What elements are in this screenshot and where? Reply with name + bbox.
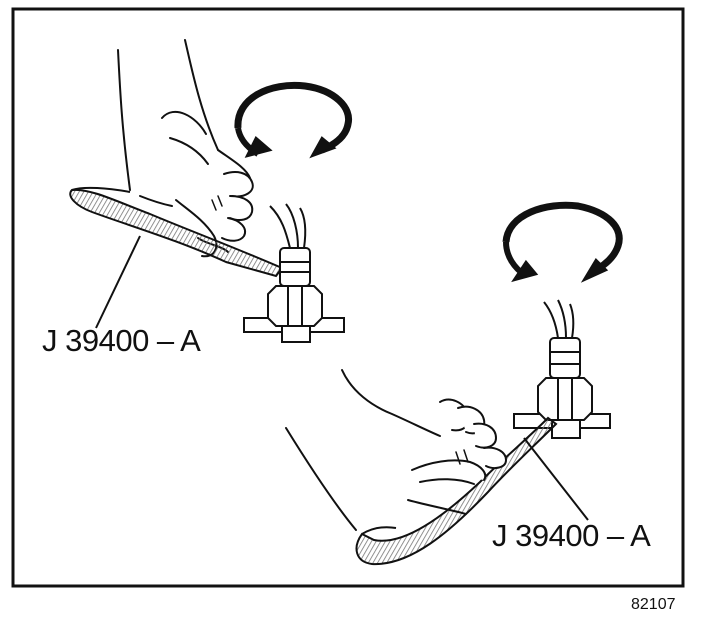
bottom-rotation-arrow — [506, 205, 619, 280]
figure-border — [13, 9, 683, 586]
bottom-hand — [286, 370, 506, 530]
top-tool-callout: J 39400 – A — [42, 323, 201, 358]
top-leader-line — [96, 236, 140, 328]
bottom-leader-line — [524, 438, 588, 520]
top-rotation-arrow — [238, 85, 349, 156]
figure-number: 82107 — [631, 596, 676, 613]
bottom-sensor-fitting — [514, 300, 610, 438]
bottom-tool-cable — [357, 418, 556, 564]
bottom-tool-callout: J 39400 – A — [492, 518, 651, 553]
top-sensor-fitting — [244, 204, 344, 342]
top-hand — [118, 40, 253, 256]
